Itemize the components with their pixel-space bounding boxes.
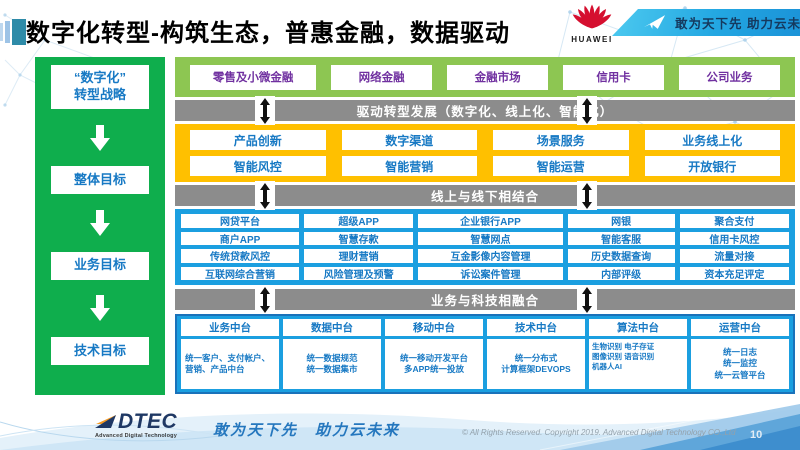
down-arrow-icon	[51, 194, 149, 251]
up-down-arrow-icon	[255, 181, 275, 210]
dtec-logo: DTEC Advanced Digital Technology	[95, 411, 177, 439]
capability-box: 数字渠道	[341, 130, 477, 150]
dtec-arrow-icon	[95, 415, 116, 428]
banner-drive-transformation: 驱动转型发展（数字化、线上化、智能化）	[175, 96, 795, 125]
middle-office-title: 算法中台	[589, 319, 687, 336]
middle-office-title: 移动中台	[385, 319, 483, 336]
platform-box: 超级APP	[304, 214, 414, 228]
down-arrow-icon	[51, 109, 149, 166]
middle-office-desc: 统一日志 统一监控 统一云管平台	[691, 339, 789, 389]
up-down-arrow-icon	[577, 96, 597, 125]
sidebar-item-tech-goal: 技术目标	[51, 336, 149, 365]
footer-tagline: 敢为天下先 助力云未来	[213, 422, 401, 439]
business-line-box: 零售及小微金融	[190, 64, 317, 90]
platform-box: 互金影像内容管理	[418, 249, 563, 263]
middle-office-desc: 统一移动开发平台 多APP统一投放	[385, 339, 483, 389]
platform-box: 传统贷款风控	[181, 249, 300, 263]
middle-office-title: 业务中台	[181, 319, 279, 336]
banner-label: 业务与科技相融合	[430, 294, 539, 308]
page-number: 10	[750, 429, 763, 441]
huawei-logo: HUAWEI	[564, 2, 620, 44]
strategy-sidebar: “数字化” 转型战略 整体目标 业务目标 技术目标	[35, 57, 165, 395]
up-down-arrow-icon	[577, 181, 597, 210]
middle-office-title: 技术中台	[487, 319, 585, 336]
capability-box: 智能营销	[341, 156, 477, 176]
huawei-wordmark: HUAWEI	[571, 35, 613, 44]
capabilities-row: 产品创新 数字渠道 场景服务 业务线上化	[190, 130, 780, 150]
digital-capabilities-block: 产品创新 数字渠道 场景服务 业务线上化 智能风控 智能营销 智能运营 开放银行	[175, 124, 795, 182]
huawei-flower-icon	[572, 4, 612, 29]
sidebar-item-overall-goal: 整体目标	[51, 166, 149, 195]
middle-office-title: 运营中台	[691, 319, 789, 336]
dtec-wordmark: DTEC	[118, 410, 178, 433]
platform-box: 流量对接	[679, 249, 789, 263]
capability-box: 智能运营	[493, 156, 629, 176]
middle-office-column: 算法中台 生物识别 电子存证 图像识别 语音识别 机器人AI	[589, 319, 687, 389]
paper-plane-icon	[644, 15, 666, 30]
banner-business-tech: 业务与科技相融合	[175, 285, 795, 314]
middle-office-column: 数据中台 统一数据规范 统一数据集市	[283, 319, 381, 389]
up-down-arrow-icon	[577, 285, 597, 314]
up-down-arrow-icon	[255, 96, 275, 125]
business-line-box: 金融市场	[447, 64, 549, 90]
platform-box: 商户APP	[181, 231, 300, 245]
banner-online-offline: 线上与线下相结合	[175, 181, 795, 210]
banner-label: 线上与线下相结合	[430, 190, 539, 204]
sidebar-item-business-goal: 业务目标	[51, 251, 149, 280]
platform-box: 理财营销	[304, 249, 414, 263]
capability-box: 智能风控	[190, 156, 326, 176]
middle-office-title: 数据中台	[283, 319, 381, 336]
platform-box: 智能客服	[567, 231, 675, 245]
platform-box: 聚合支付	[679, 214, 789, 228]
sidebar-item-digital-strategy: “数字化” 转型战略	[51, 65, 149, 109]
business-line-box: 公司业务	[679, 64, 780, 90]
header-tagline: 敢为天下先 助力云未来	[675, 17, 800, 31]
banner-label: 驱动转型发展（数字化、线上化、智能化）	[356, 105, 614, 119]
business-line-box: 网络金融	[331, 64, 433, 90]
middle-office-grid: 业务中台 统一客户、支付帐户、营销、产品中台 数据中台 统一数据规范 统一数据集…	[175, 314, 795, 394]
capability-box: 业务线上化	[644, 130, 780, 150]
platform-box: 网银	[567, 214, 675, 228]
middle-office-column: 移动中台 统一移动开发平台 多APP统一投放	[385, 319, 483, 389]
middle-office-desc: 统一分布式 计算框架DEVOPS	[487, 339, 585, 389]
platforms-grid: 网贷平台 超级APP 企业银行APP 网银 聚合支付 商户APP 智慧存款 智慧…	[175, 209, 795, 285]
capabilities-row: 智能风控 智能营销 智能运营 开放银行	[190, 156, 780, 176]
platform-box: 资本充足评定	[679, 266, 789, 280]
platform-box: 企业银行APP	[418, 214, 563, 228]
capability-box: 场景服务	[493, 130, 629, 150]
up-down-arrow-icon	[255, 285, 275, 314]
platform-box: 智慧网点	[418, 231, 563, 245]
platform-box: 风险管理及预警	[304, 266, 414, 280]
business-line-box: 信用卡	[563, 64, 665, 90]
diagram-main: 零售及小微金融 网络金融 金融市场 信用卡 公司业务 驱动转型发展（数字化、线上…	[175, 57, 795, 394]
middle-office-desc: 统一客户、支付帐户、营销、产品中台	[181, 339, 279, 389]
page-title: 数字化转型-构筑生态，普惠金融，数据驱动	[26, 20, 510, 47]
business-lines-band: 零售及小微金融 网络金融 金融市场 信用卡 公司业务	[175, 57, 795, 97]
down-arrow-icon	[51, 280, 149, 337]
copyright-text: © All Rights Reserved. Copyright 2019. A…	[462, 428, 736, 437]
platform-box: 诉讼案件管理	[418, 266, 563, 280]
title-accent-bars	[0, 19, 26, 45]
platform-box: 信用卡风控	[679, 231, 789, 245]
platform-box: 智慧存款	[304, 231, 414, 245]
platform-box: 网贷平台	[181, 214, 300, 228]
middle-office-desc: 生物识别 电子存证 图像识别 语音识别 机器人AI	[589, 339, 687, 389]
middle-office-column: 业务中台 统一客户、支付帐户、营销、产品中台	[181, 319, 279, 389]
middle-office-column: 技术中台 统一分布式 计算框架DEVOPS	[487, 319, 585, 389]
platform-box: 历史数据查询	[567, 249, 675, 263]
platform-box: 互联网综合营销	[181, 266, 300, 280]
platform-box: 内部评级	[567, 266, 675, 280]
capability-box: 产品创新	[190, 130, 326, 150]
middle-office-column: 运营中台 统一日志 统一监控 统一云管平台	[691, 319, 789, 389]
header-tagline-banner: 敢为天下先 助力云未来	[612, 9, 800, 36]
dtec-subtitle: Advanced Digital Technology	[95, 433, 178, 439]
middle-office-desc: 统一数据规范 统一数据集市	[283, 339, 381, 389]
capability-box: 开放银行	[644, 156, 780, 176]
